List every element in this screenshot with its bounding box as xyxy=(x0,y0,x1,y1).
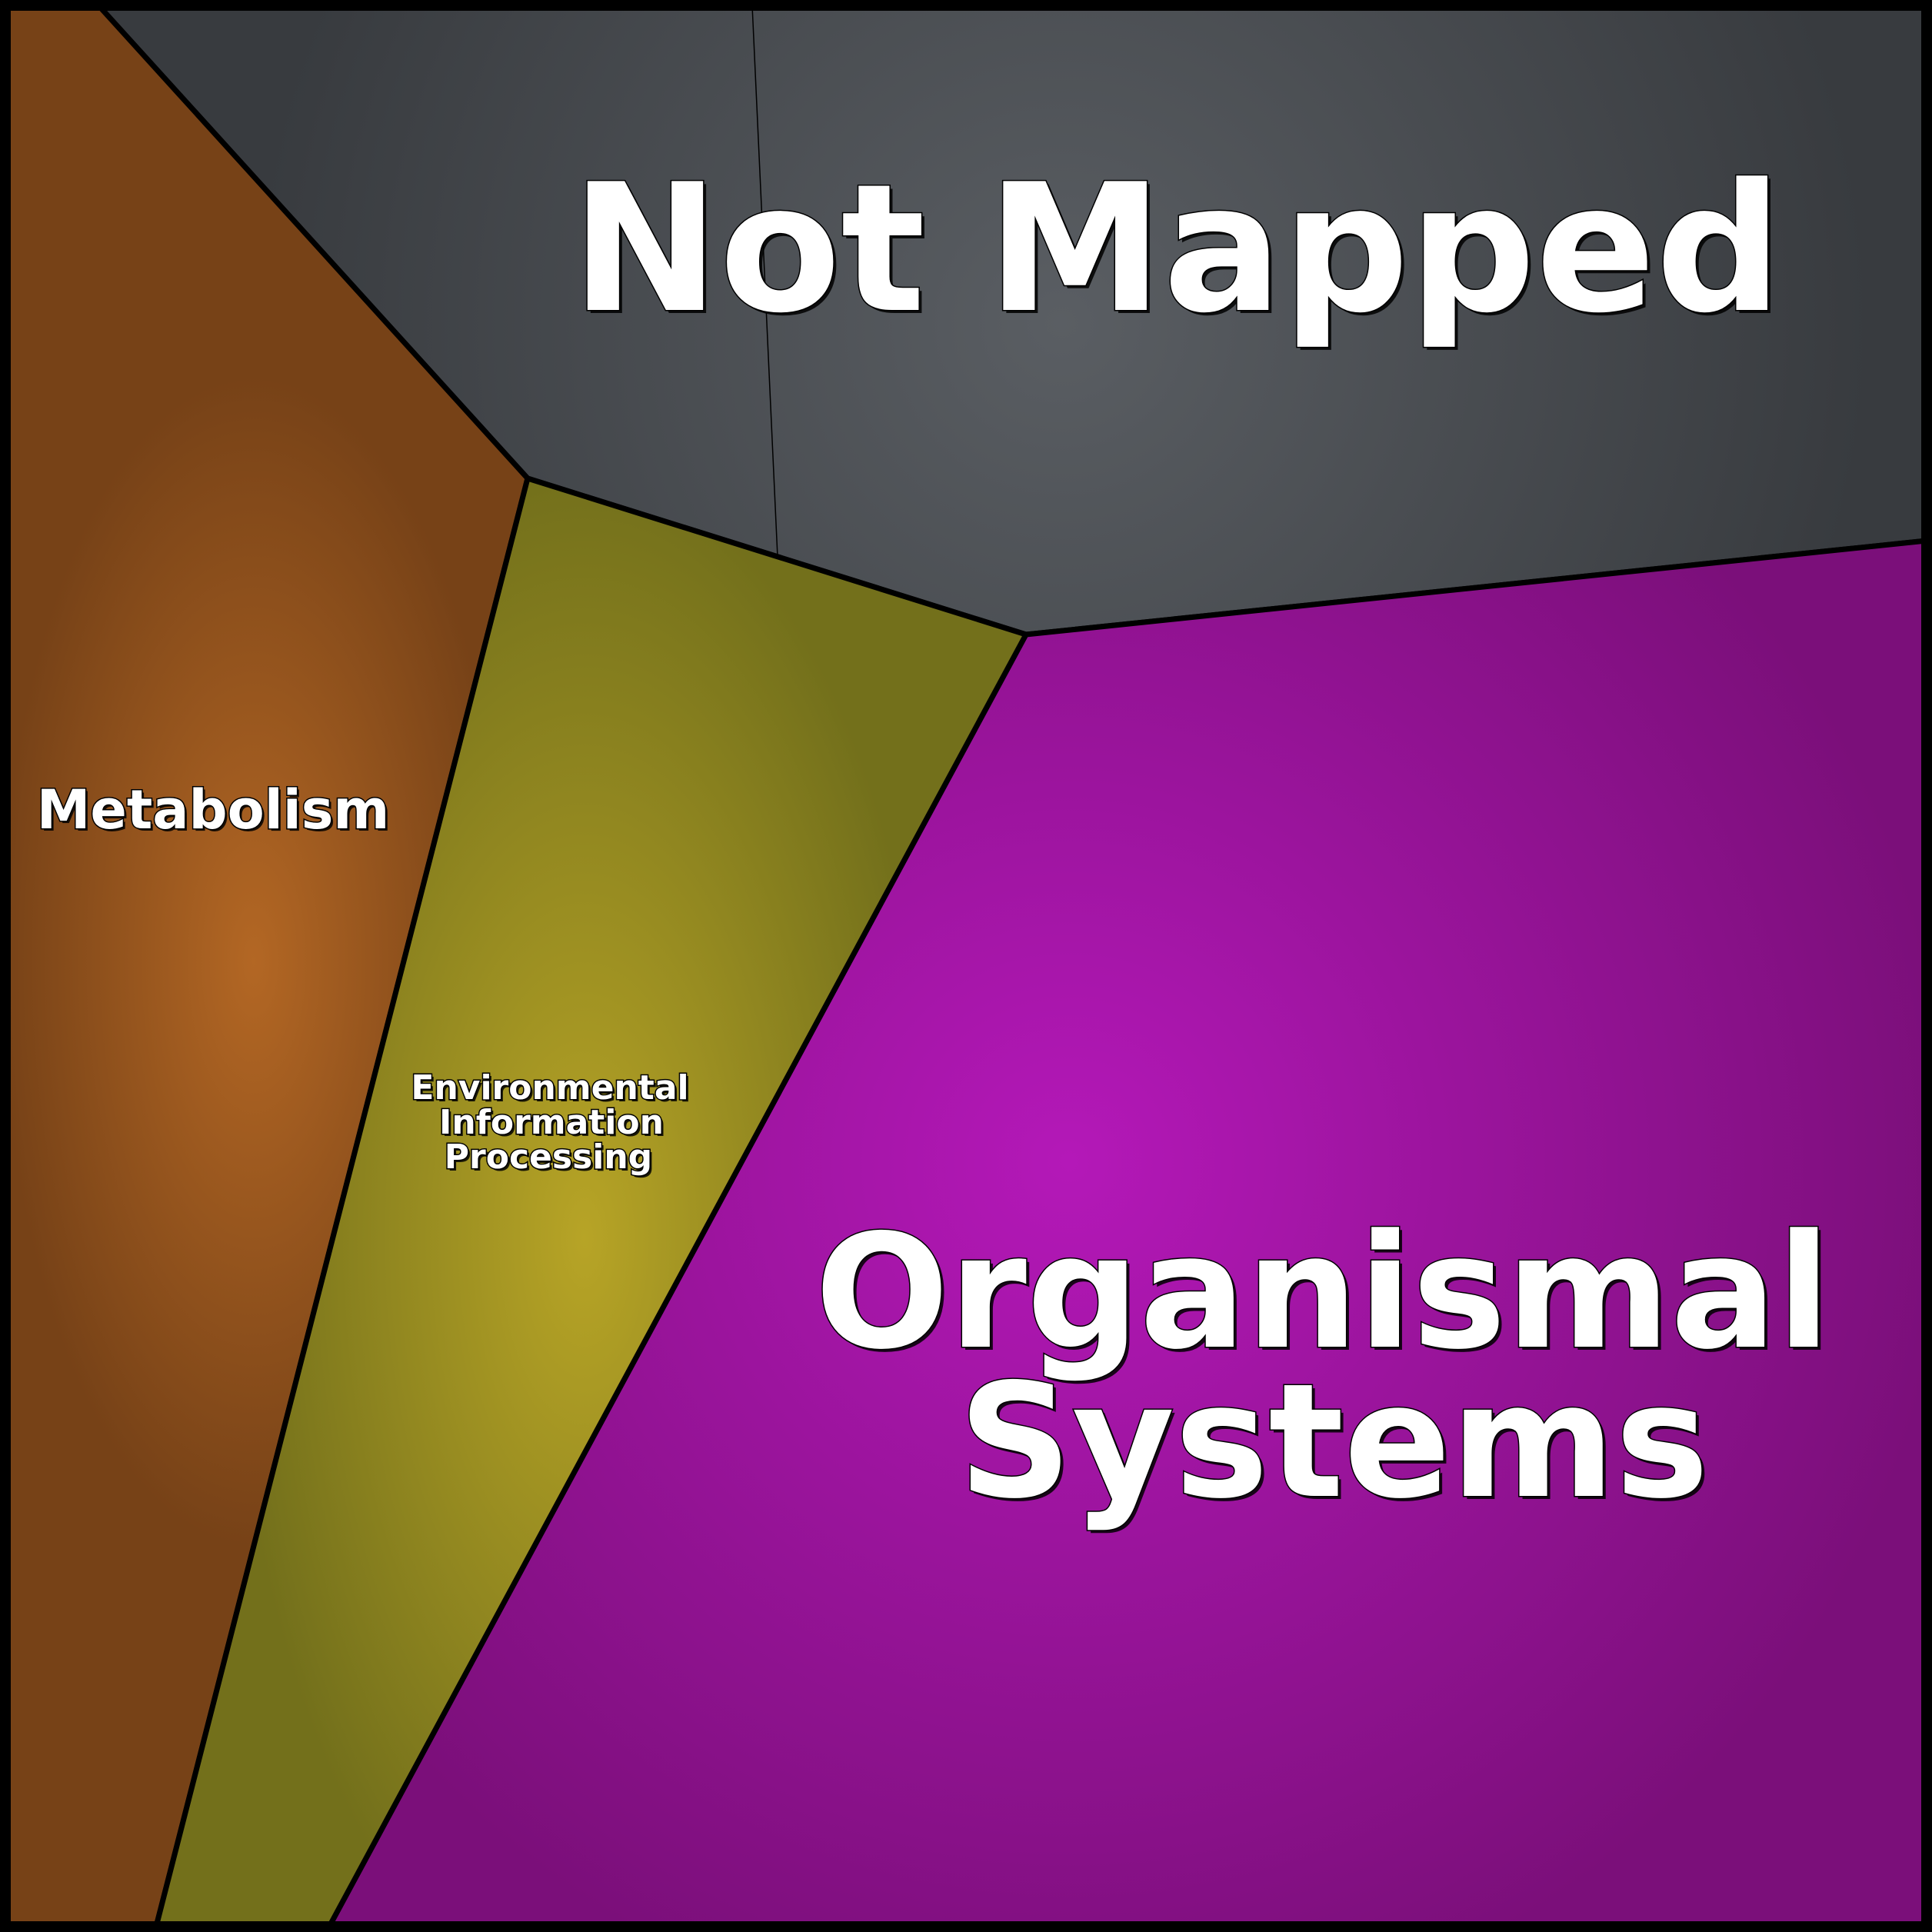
not-mapped-subcell-divider xyxy=(751,5,778,558)
env-label-line1-shadow: Environmental xyxy=(413,1071,691,1110)
metabolism-label: Metabolism xyxy=(37,778,390,841)
env-label-line2: Information xyxy=(439,1103,664,1142)
env-label-line1: Environmental xyxy=(411,1068,688,1108)
env-label-line3: Processing xyxy=(445,1138,652,1177)
organismal-label-line1-shadow: Organismal xyxy=(818,1204,1834,1387)
organismal-label-line2: Systems xyxy=(958,1351,1709,1534)
organismal-label-line2-shadow: Systems xyxy=(961,1354,1712,1537)
not-mapped-label-shadow: Not Mapped xyxy=(575,150,1786,355)
env-label-line2-shadow: Information xyxy=(441,1105,666,1144)
organismal-label-line1: Organismal xyxy=(815,1201,1831,1384)
metabolism-label-shadow: Metabolism xyxy=(39,781,392,844)
env-label-line3-shadow: Processing xyxy=(447,1140,655,1179)
not-mapped-label: Not Mapped xyxy=(571,147,1783,352)
